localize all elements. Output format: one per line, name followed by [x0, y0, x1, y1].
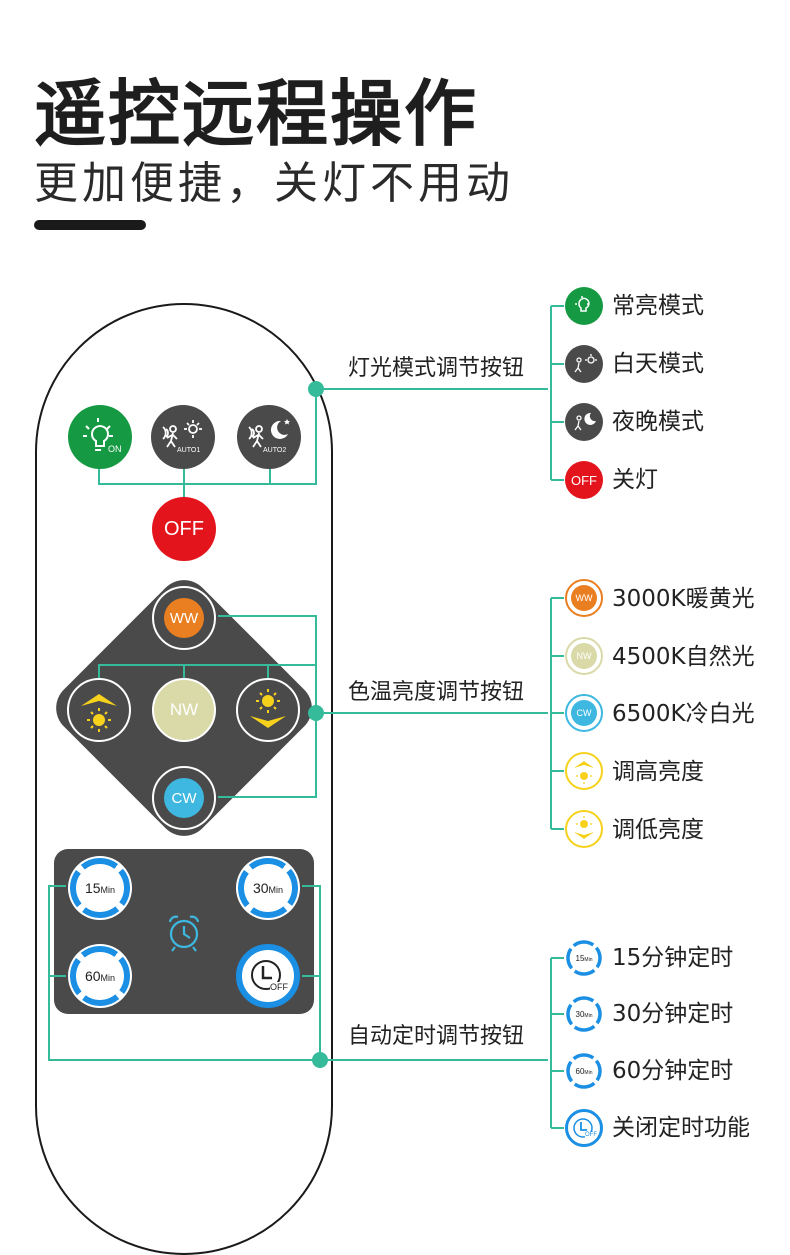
- timer-off-button[interactable]: OFF: [236, 944, 300, 1008]
- auto2-button[interactable]: AUTO2: [237, 405, 301, 469]
- legend-nw-text: 4500K自然光: [612, 644, 755, 670]
- page-title: 遥控远程操作: [34, 72, 479, 156]
- alarm-clock-icon: [162, 910, 206, 954]
- auto1-button[interactable]: AUTO1: [151, 405, 215, 469]
- legend-30-text: 30分钟定时: [612, 1001, 734, 1027]
- brightness-up-button[interactable]: [67, 678, 131, 742]
- cw-button-label: CW: [171, 789, 197, 807]
- clock-off-icon: [251, 960, 281, 990]
- timer-15-unit: Min: [100, 885, 116, 895]
- legend-timer-off-text: 关闭定时功能: [612, 1115, 750, 1141]
- legend-timer-off-icon-text: OFF: [585, 1132, 597, 1138]
- timer-ring-icon: [70, 946, 130, 1006]
- ww-button-label: WW: [169, 609, 199, 627]
- page-subtitle: 更加便捷，关灯不用动: [34, 158, 514, 209]
- sun-up-icon: [81, 694, 117, 732]
- legend-30-unit: Min: [584, 1012, 593, 1019]
- legend-on-text: 常亮模式: [612, 293, 704, 319]
- legend-cw-face: CW: [571, 700, 597, 726]
- timer-15-number: 15: [84, 880, 101, 896]
- legend-cw-icon: CW: [565, 694, 603, 732]
- timer-60-number: 60: [84, 968, 101, 984]
- timer-off-label: OFF: [270, 982, 288, 992]
- legend-off-icon: OFF: [565, 461, 603, 499]
- nw-button-label: NW: [169, 700, 199, 719]
- ww-button[interactable]: WW: [152, 586, 216, 650]
- legend-60-icon-text: 60Min: [576, 1067, 593, 1076]
- legend-15-icon-text: 15Min: [576, 954, 593, 963]
- timer-60-button[interactable]: 60Min: [68, 944, 132, 1008]
- legend-60-text: 60分钟定时: [612, 1058, 734, 1084]
- legend-ww-face: WW: [571, 585, 597, 611]
- timer-ring-icon: [238, 858, 298, 918]
- timer-ring-icon: [70, 858, 130, 918]
- title-underline: [34, 220, 146, 230]
- motion-moon-icon: [248, 419, 290, 448]
- off-button-label: OFF: [164, 517, 204, 540]
- mode-connector-dot: [308, 381, 324, 397]
- timer-15-label: 15Min: [85, 880, 115, 896]
- legend-nw-face: NW: [571, 643, 597, 669]
- legend-60-icon: 60Min: [565, 1052, 603, 1090]
- legend-60-unit: Min: [584, 1069, 593, 1076]
- ww-button-face: WW: [164, 598, 204, 638]
- legend-off-text: 关灯: [612, 467, 658, 493]
- legend-60-number: 60: [575, 1066, 585, 1076]
- cw-button[interactable]: CW: [152, 766, 216, 830]
- legend-on-icon: [565, 287, 603, 325]
- off-button[interactable]: OFF: [152, 497, 216, 561]
- auto2-button-label: AUTO2: [263, 447, 287, 454]
- color-connector-dot: [308, 705, 324, 721]
- legend-off-icon-text: OFF: [571, 472, 597, 488]
- legend-bright-up-text: 调高亮度: [612, 759, 704, 785]
- timer-30-number: 30: [252, 880, 269, 896]
- legend-15-unit: Min: [584, 956, 593, 963]
- legend-cw-icon-text: CW: [576, 708, 592, 718]
- legend-ww-text: 3000K暖黄光: [612, 586, 755, 612]
- timer-callout-label: 自动定时调节按钮: [344, 1023, 529, 1051]
- timer-30-unit: Min: [268, 885, 284, 895]
- legend-auto1-icon: [565, 345, 603, 383]
- legend-timer-off-icon: OFF: [565, 1109, 603, 1147]
- legend-ww-icon-text: WW: [575, 593, 593, 603]
- cw-button-face: CW: [164, 778, 204, 818]
- bulb-icon: [83, 418, 113, 451]
- legend-bright-down-icon: [565, 810, 603, 848]
- motion-sun-icon: [162, 420, 202, 448]
- color-callout-label: 色温亮度调节按钮: [344, 679, 529, 707]
- legend-30-icon: 30Min: [565, 995, 603, 1033]
- auto1-button-label: AUTO1: [177, 447, 201, 454]
- legend-15-number: 15: [575, 953, 585, 963]
- legend-nw-icon: NW: [565, 637, 603, 675]
- legend-bright-down-text: 调低亮度: [612, 817, 704, 843]
- legend-ww-icon: WW: [565, 579, 603, 617]
- timer-connector-dot: [312, 1052, 328, 1068]
- timer-15-button[interactable]: 15Min: [68, 856, 132, 920]
- on-button-label: ON: [108, 444, 122, 454]
- timer-30-label: 30Min: [253, 880, 283, 896]
- legend-auto2-icon: [565, 403, 603, 441]
- mode-callout-label: 灯光模式调节按钮: [344, 355, 529, 383]
- legend-30-number: 30: [575, 1009, 585, 1019]
- legend-auto2-text: 夜晚模式: [612, 409, 704, 435]
- nw-button[interactable]: NW: [152, 678, 216, 742]
- legend-15-text: 15分钟定时: [612, 945, 734, 971]
- legend-clock-off-icon: [573, 1118, 593, 1138]
- brightness-down-button[interactable]: [236, 678, 300, 742]
- legend-bright-up-icon: [565, 752, 603, 790]
- legend-auto1-text: 白天模式: [612, 351, 704, 377]
- legend-15-icon: 15Min: [565, 939, 603, 977]
- timer-60-unit: Min: [100, 973, 116, 983]
- on-button[interactable]: ON: [68, 405, 132, 469]
- timer-30-button[interactable]: 30Min: [236, 856, 300, 920]
- legend-cw-text: 6500K冷白光: [612, 701, 755, 727]
- legend-nw-icon-text: NW: [576, 651, 592, 661]
- legend-30-icon-text: 30Min: [576, 1010, 593, 1019]
- timer-60-label: 60Min: [85, 968, 115, 984]
- sun-down-icon: [250, 689, 286, 728]
